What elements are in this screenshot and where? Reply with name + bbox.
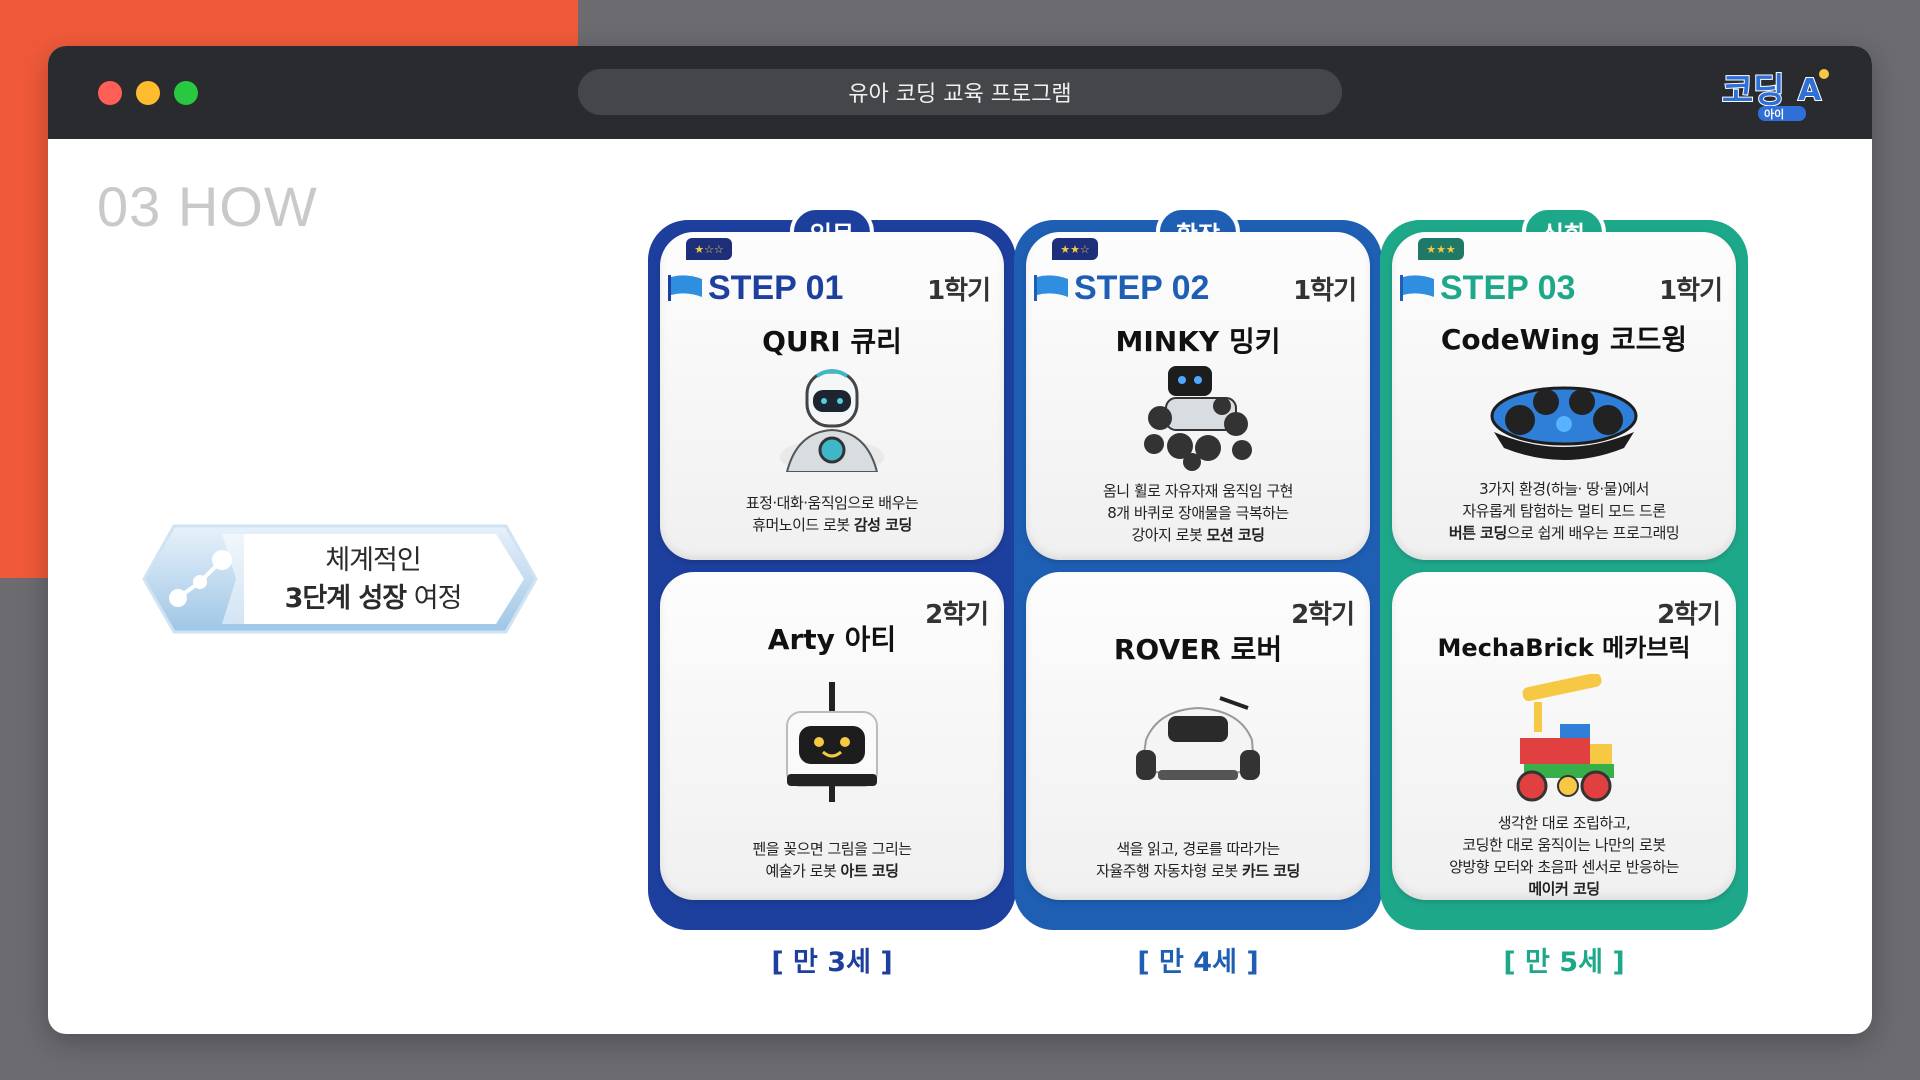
age-label: [ 만 3세 ] bbox=[771, 947, 893, 978]
age-label: [ 만 5세 ] bbox=[1503, 947, 1625, 978]
desc-line: 양방향 모터와 초음파 센서로 반응하는 bbox=[1449, 858, 1679, 876]
robot-description: 생각한 대로 조립하고, 코딩한 대로 움직이는 나만의 로봇 양방향 모터와 … bbox=[1392, 812, 1736, 900]
desc-line: 색을 읽고, 경로를 따라가는 bbox=[1116, 840, 1280, 858]
maximize-window-button[interactable] bbox=[174, 81, 198, 105]
art-robot-icon bbox=[786, 682, 878, 802]
robot-description: 옴니 휠로 자유자재 움직임 구현 8개 바퀴로 장애물을 극복하는 강아지 로… bbox=[1026, 480, 1370, 546]
robot-description: 색을 읽고, 경로를 따라가는 자율주행 자동차형 로봇 카드 코딩 bbox=[1026, 838, 1370, 882]
desc-line: 생각한 대로 조립하고, bbox=[1497, 814, 1631, 832]
dog-robot-icon bbox=[1144, 366, 1252, 471]
desc-line: 예술가 로봇 아트 코딩 bbox=[660, 860, 1004, 882]
section-title: 03 HOW bbox=[97, 175, 318, 238]
robot-name: Arty 아티 bbox=[767, 623, 897, 656]
semester-label: 1학기 bbox=[1293, 275, 1357, 306]
robot-name: ROVER 로버 bbox=[1113, 633, 1283, 666]
brick-robot-icon bbox=[1516, 674, 1614, 802]
robot-name: QURI 큐리 bbox=[762, 325, 902, 358]
journey-text: 체계적인 3단계 성장 여정 bbox=[248, 530, 498, 630]
robot-card-arty[interactable]: 2학기 Arty 아티 펜을 꽂으면 그림을 그리는 예술가 로봇 아트 코딩 bbox=[660, 572, 1004, 900]
difficulty-stars: ★★☆ bbox=[1052, 238, 1098, 260]
journey-line-2: 3단계 성장 여정 bbox=[284, 580, 463, 618]
desc-line: 표정·대화·움직임으로 배우는 bbox=[745, 494, 919, 512]
desc-line: 코딩한 대로 움직이는 나만의 로봇 bbox=[1462, 836, 1666, 854]
difficulty-stars: ★☆☆ bbox=[686, 238, 732, 260]
desc-line: 3가지 환경(하늘· 땅·물)에서 bbox=[1479, 480, 1649, 498]
difficulty-stars: ★★★ bbox=[1418, 238, 1464, 260]
desc-line: 펜을 꽂으면 그림을 그리는 bbox=[752, 840, 912, 858]
robot-card-codewing[interactable]: ★★★ STEP 03 1학기 CodeWing 코드윙 3가지 환경(하늘· … bbox=[1392, 232, 1736, 560]
step-column-2: 확장 ★★☆ STEP 02 1학기 MINKY 밍키 bbox=[1014, 206, 1382, 930]
robot-card-rover[interactable]: 2학기 ROVER 로버 색을 읽고, 경로를 따라가는 자율주행 자동차형 로… bbox=[1026, 572, 1370, 900]
semester-label: 1학기 bbox=[927, 275, 991, 306]
rover-car-icon bbox=[1136, 696, 1260, 780]
journey-line-2-bold: 3단계 성장 bbox=[284, 583, 408, 614]
close-window-button[interactable] bbox=[98, 81, 122, 105]
robot-name: MINKY 밍키 bbox=[1115, 325, 1281, 358]
desc-bold: 아트 코딩 bbox=[840, 862, 899, 880]
robot-description: 펜을 꽂으면 그림을 그리는 예술가 로봇 아트 코딩 bbox=[660, 838, 1004, 882]
flag-icon bbox=[1400, 275, 1434, 301]
journey-badge: 체계적인 3단계 성장 여정 bbox=[140, 520, 540, 638]
brand-logo: 코딩 A 아이 bbox=[1721, 69, 1829, 121]
desc-bold: 감성 코딩 bbox=[853, 516, 912, 534]
step-column-1: 입문 ★☆☆ STEP 01 1학기 QURI 큐리 bbox=[648, 206, 1016, 930]
svg-text:코딩: 코딩 bbox=[1722, 71, 1785, 111]
title-bar: 유아 코딩 교육 프로그램 코딩 A 아이 bbox=[48, 46, 1872, 139]
app-window: 유아 코딩 교육 프로그램 코딩 A 아이 03 HOW bbox=[48, 46, 1872, 1034]
desc-bold: 메이커 코딩 bbox=[1528, 880, 1600, 898]
desc-prefix: 자율주행 자동차형 로봇 bbox=[1096, 862, 1242, 880]
desc-prefix: 휴머노이드 로봇 bbox=[752, 516, 854, 534]
semester-label: 2학기 bbox=[925, 600, 989, 630]
semester-label: 2학기 bbox=[1291, 600, 1355, 630]
semester-label: 2학기 bbox=[1657, 600, 1721, 630]
step-label: STEP 01 bbox=[708, 268, 844, 307]
step-column-3: 심화 ★★★ STEP 03 1학기 CodeWing 코드윙 bbox=[1380, 206, 1748, 930]
svg-text:A: A bbox=[1798, 73, 1822, 108]
desc-line: 버튼 코딩으로 쉽게 배우는 프로그래밍 bbox=[1392, 522, 1736, 544]
step-label: STEP 02 bbox=[1074, 268, 1210, 307]
journey-line-2-rest: 여정 bbox=[406, 583, 463, 614]
robot-card-mechabrick[interactable]: 2학기 MechaBrick 메카브릭 생각한 대로 조립하고, 코딩한 대로 … bbox=[1392, 572, 1736, 900]
journey-badge-shape bbox=[142, 524, 538, 634]
robot-description: 표정·대화·움직임으로 배우는 휴머노이드 로봇 감성 코딩 bbox=[660, 492, 1004, 536]
humanoid-robot-icon bbox=[780, 369, 884, 472]
desc-line: 8개 바퀴로 장애물을 극복하는 bbox=[1107, 504, 1289, 522]
svg-text:아이: 아이 bbox=[1764, 107, 1784, 121]
desc-line: 자율주행 자동차형 로봇 카드 코딩 bbox=[1026, 860, 1370, 882]
age-label: [ 만 4세 ] bbox=[1137, 947, 1259, 978]
flag-icon bbox=[1034, 275, 1068, 301]
desc-line: 자유롭게 탐험하는 멀티 모드 드론 bbox=[1462, 502, 1666, 520]
semester-label: 1학기 bbox=[1659, 275, 1723, 306]
desc-prefix: 강아지 로봇 bbox=[1131, 526, 1207, 544]
flag-icon bbox=[668, 275, 702, 301]
robot-card-minky[interactable]: ★★☆ STEP 02 1학기 MINKY 밍키 옴니 bbox=[1026, 232, 1370, 560]
robot-card-quri[interactable]: ★☆☆ STEP 01 1학기 QURI 큐리 표정·대화·움직 bbox=[660, 232, 1004, 560]
minimize-window-button[interactable] bbox=[136, 81, 160, 105]
desc-prefix: 예술가 로봇 bbox=[765, 862, 841, 880]
window-title: 유아 코딩 교육 프로그램 bbox=[578, 69, 1342, 115]
robot-name: MechaBrick 메카브릭 bbox=[1437, 634, 1691, 662]
desc-bold: 모션 코딩 bbox=[1206, 526, 1265, 544]
journey-line-1: 체계적인 bbox=[325, 545, 421, 576]
robot-description: 3가지 환경(하늘· 땅·물)에서 자유롭게 탐험하는 멀티 모드 드론 버튼 … bbox=[1392, 478, 1736, 544]
desc-bold: 카드 코딩 bbox=[1241, 862, 1300, 880]
robot-name: CodeWing 코드윙 bbox=[1440, 323, 1688, 356]
drone-icon bbox=[1490, 386, 1638, 460]
step-label: STEP 03 bbox=[1440, 268, 1576, 307]
desc-line: 강아지 로봇 모션 코딩 bbox=[1026, 524, 1370, 546]
desc-line: 옴니 휠로 자유자재 움직임 구현 bbox=[1103, 482, 1293, 500]
desc-line: 휴머노이드 로봇 감성 코딩 bbox=[660, 514, 1004, 536]
desc-bold: 버튼 코딩 bbox=[1448, 524, 1507, 542]
desc-rest: 으로 쉽게 배우는 프로그래밍 bbox=[1506, 524, 1680, 542]
